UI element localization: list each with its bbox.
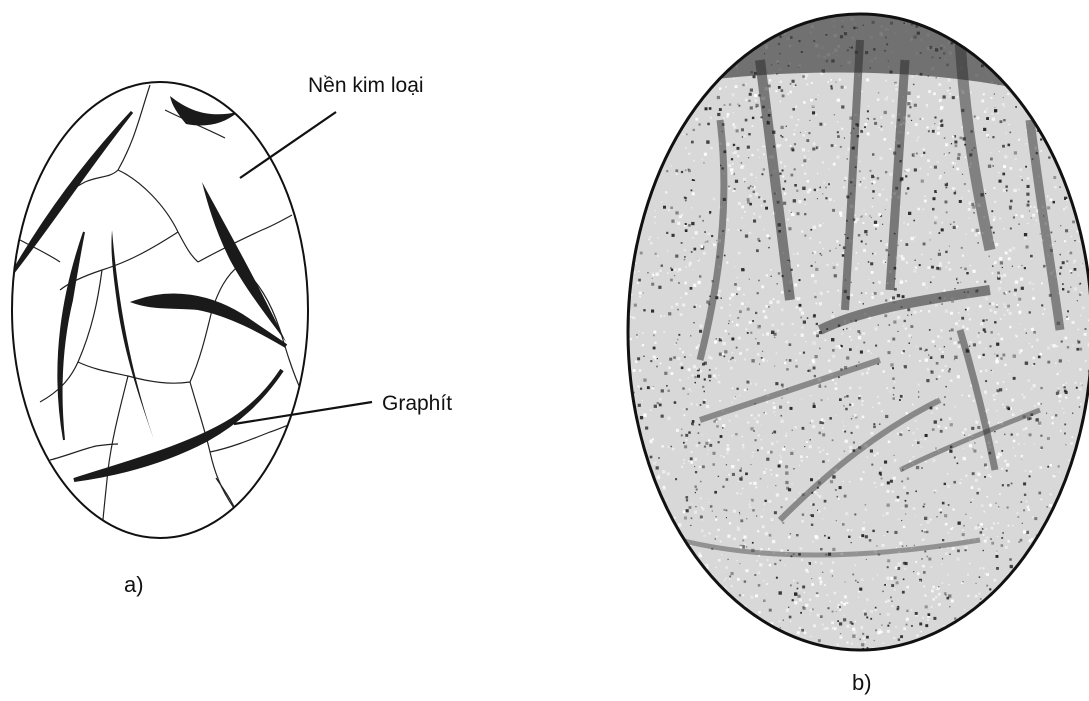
graphite-flake bbox=[12, 112, 132, 274]
panel-a-caption: a) bbox=[124, 572, 144, 597]
matrix-leader-line bbox=[240, 112, 336, 178]
graphite-flake bbox=[111, 230, 154, 440]
graphite-flake bbox=[58, 232, 84, 440]
graphite-flake bbox=[74, 370, 282, 480]
graphite-flake bbox=[170, 96, 238, 126]
graphite-label: Graphít bbox=[382, 392, 452, 415]
panel-b-micrograph: b) bbox=[628, 11, 1089, 695]
panel-b-caption: b) bbox=[852, 670, 872, 695]
matrix-label: Nền kim loại bbox=[308, 74, 424, 97]
panel-a-schematic: Nền kim loại Graphít a) bbox=[12, 74, 452, 597]
